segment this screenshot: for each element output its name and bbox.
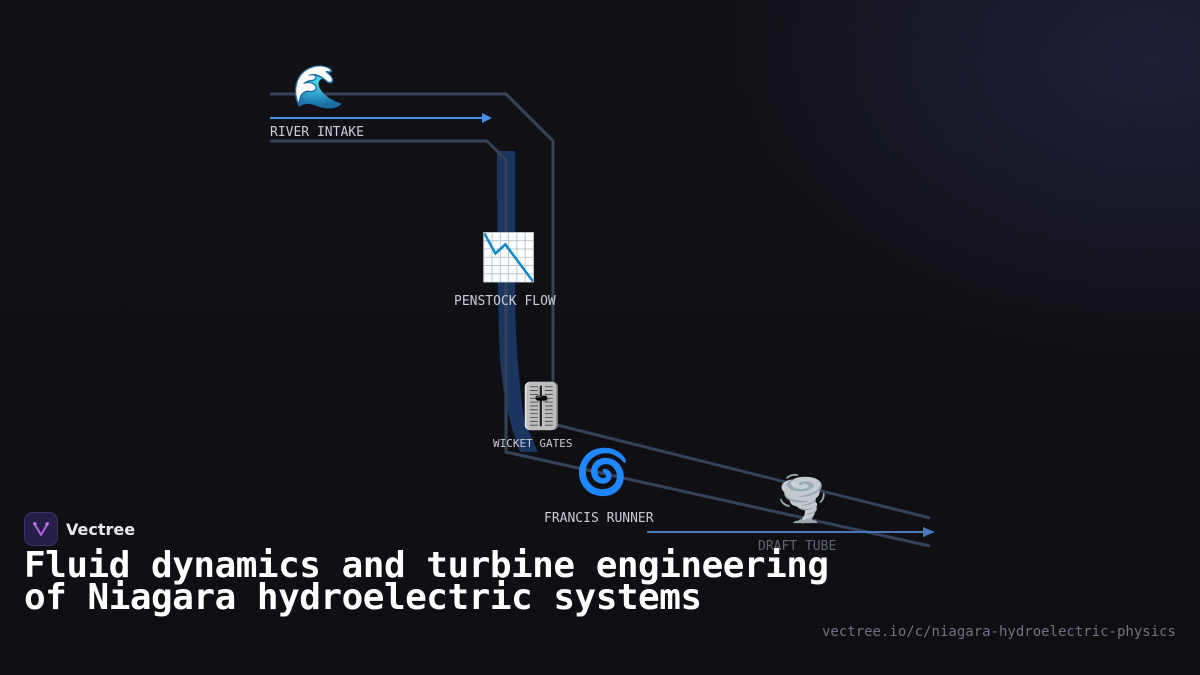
chart-decreasing-icon: 📉 (480, 230, 538, 284)
cyclone-icon: 🌀 (575, 447, 630, 498)
brand-name: Vectree (66, 519, 136, 539)
river-intake-label: RIVER INTAKE (270, 125, 364, 140)
level-slider-icon: 🎚️ (514, 381, 569, 432)
vectree-logo-icon (24, 512, 58, 546)
source-url[interactable]: vectree.io/c/niagara-hydroelectric-physi… (821, 624, 1176, 640)
tornado-icon: 🌪️ (775, 474, 830, 525)
wicket-gates-label: WICKET GATES (493, 437, 573, 450)
pipe-inner-wall (270, 139, 931, 548)
draft-tube-label: DRAFT TUBE (758, 539, 837, 554)
pipe-outer-wall (270, 92, 931, 520)
brand[interactable]: Vectree (24, 512, 135, 546)
penstock-flow-label: PENSTOCK FLOW (454, 294, 556, 309)
page-title: Fluid dynamics and turbine engineering o… (24, 545, 829, 618)
francis-runner-label: FRANCIS RUNNER (544, 511, 654, 526)
water-wave-icon: 🌊 (292, 62, 345, 111)
